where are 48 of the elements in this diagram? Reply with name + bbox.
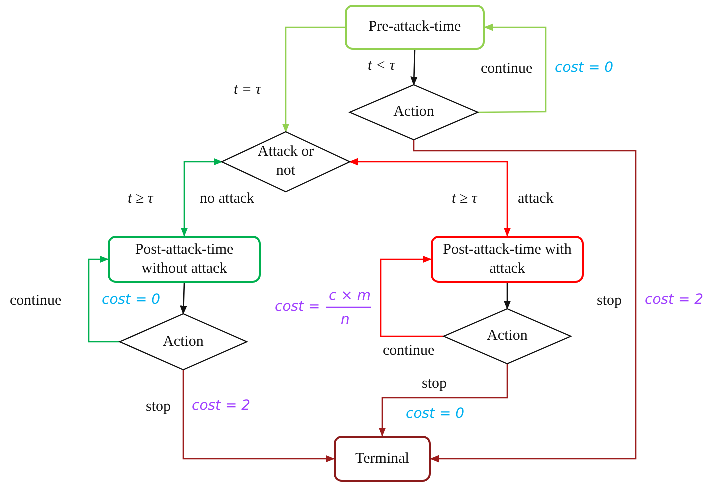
node-text: Pre-attack-time <box>368 18 462 37</box>
decision-diamond <box>120 314 247 370</box>
process-box <box>334 436 431 482</box>
cost-label: cost = 0 <box>102 293 161 308</box>
process-box <box>345 5 485 50</box>
edge-label: t < τ <box>368 58 396 74</box>
node-text: Action <box>394 103 434 122</box>
process-box <box>108 236 261 283</box>
edge-label: continue <box>481 61 533 78</box>
node-text: Post-attack-time without attack <box>134 240 235 278</box>
decision-diamond <box>222 132 350 192</box>
arrow <box>180 282 188 315</box>
arrow <box>282 26 345 133</box>
cost-label: cost = 0 <box>555 61 614 76</box>
arrow <box>504 283 512 310</box>
arrow <box>378 364 508 437</box>
cost-label: cost = 2 <box>645 293 704 308</box>
edge-label: stop <box>422 376 448 392</box>
arrow <box>413 140 637 463</box>
node-text: Action <box>163 332 204 352</box>
cost-label: n <box>341 313 350 328</box>
edge-label: no attack <box>200 191 255 208</box>
node-text: Action <box>487 327 528 346</box>
arrow <box>478 24 547 114</box>
node-text: Attack or not <box>256 143 316 181</box>
edge-label: continue <box>383 343 435 360</box>
process-box <box>431 236 584 283</box>
edge-label: stop <box>597 293 622 310</box>
condition-label: t ≥ τ <box>452 191 478 208</box>
edge-label: t = τ <box>234 82 262 98</box>
edge-label: continue <box>10 293 62 310</box>
arrow <box>180 158 223 237</box>
arrow <box>349 158 512 237</box>
node-text: Terminal <box>356 450 410 468</box>
node-text: Post-attack-time with attack <box>442 240 573 278</box>
condition-label: t ≥ τ <box>128 191 154 208</box>
decision-diamond <box>350 85 478 140</box>
arrow <box>88 256 120 343</box>
arrow <box>182 370 335 463</box>
cost-label: cost = 2 <box>192 399 251 414</box>
edge-label: stop <box>146 399 172 416</box>
edge-label: attack <box>518 191 554 208</box>
cost-label: cost = 0 <box>406 407 465 422</box>
arrow <box>380 256 444 338</box>
decision-diamond <box>444 309 571 364</box>
cost-label: cost = <box>275 300 320 316</box>
cost-label: c × m <box>329 289 371 304</box>
arrow <box>410 50 418 86</box>
